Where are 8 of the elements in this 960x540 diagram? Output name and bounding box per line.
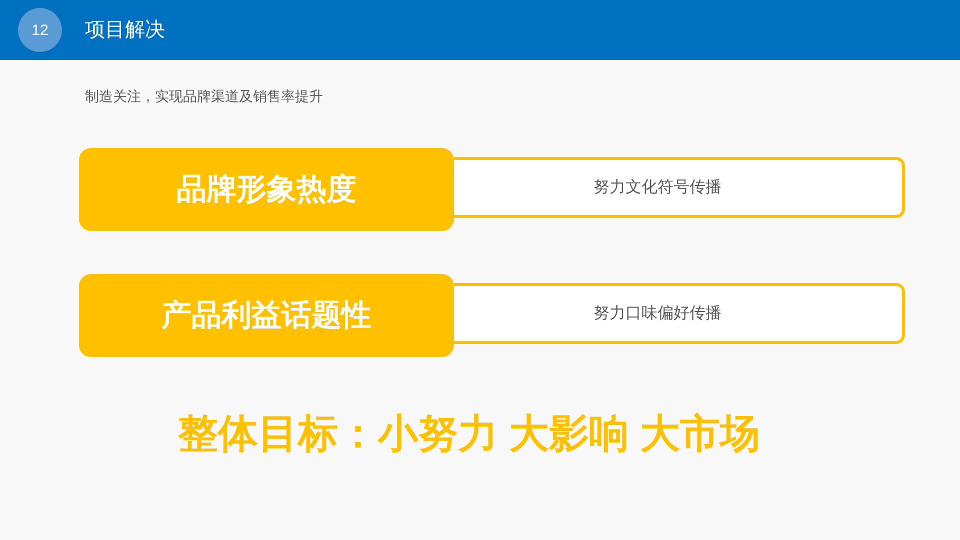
topic-card: 品牌形象热度	[79, 148, 454, 231]
strategy-card: 努力文化符号传播	[454, 157, 905, 218]
topic-card: 产品利益话题性	[79, 274, 454, 357]
strategy-card: 努力口味偏好传播	[454, 283, 905, 344]
slide-title: 项目解决	[85, 18, 165, 42]
subtitle: 制造关注，实现品牌渠道及销售率提升	[85, 87, 323, 105]
goal-statement: 整体目标：小努力 大影响 大市场	[178, 411, 760, 458]
page-number: 12	[18, 8, 62, 52]
